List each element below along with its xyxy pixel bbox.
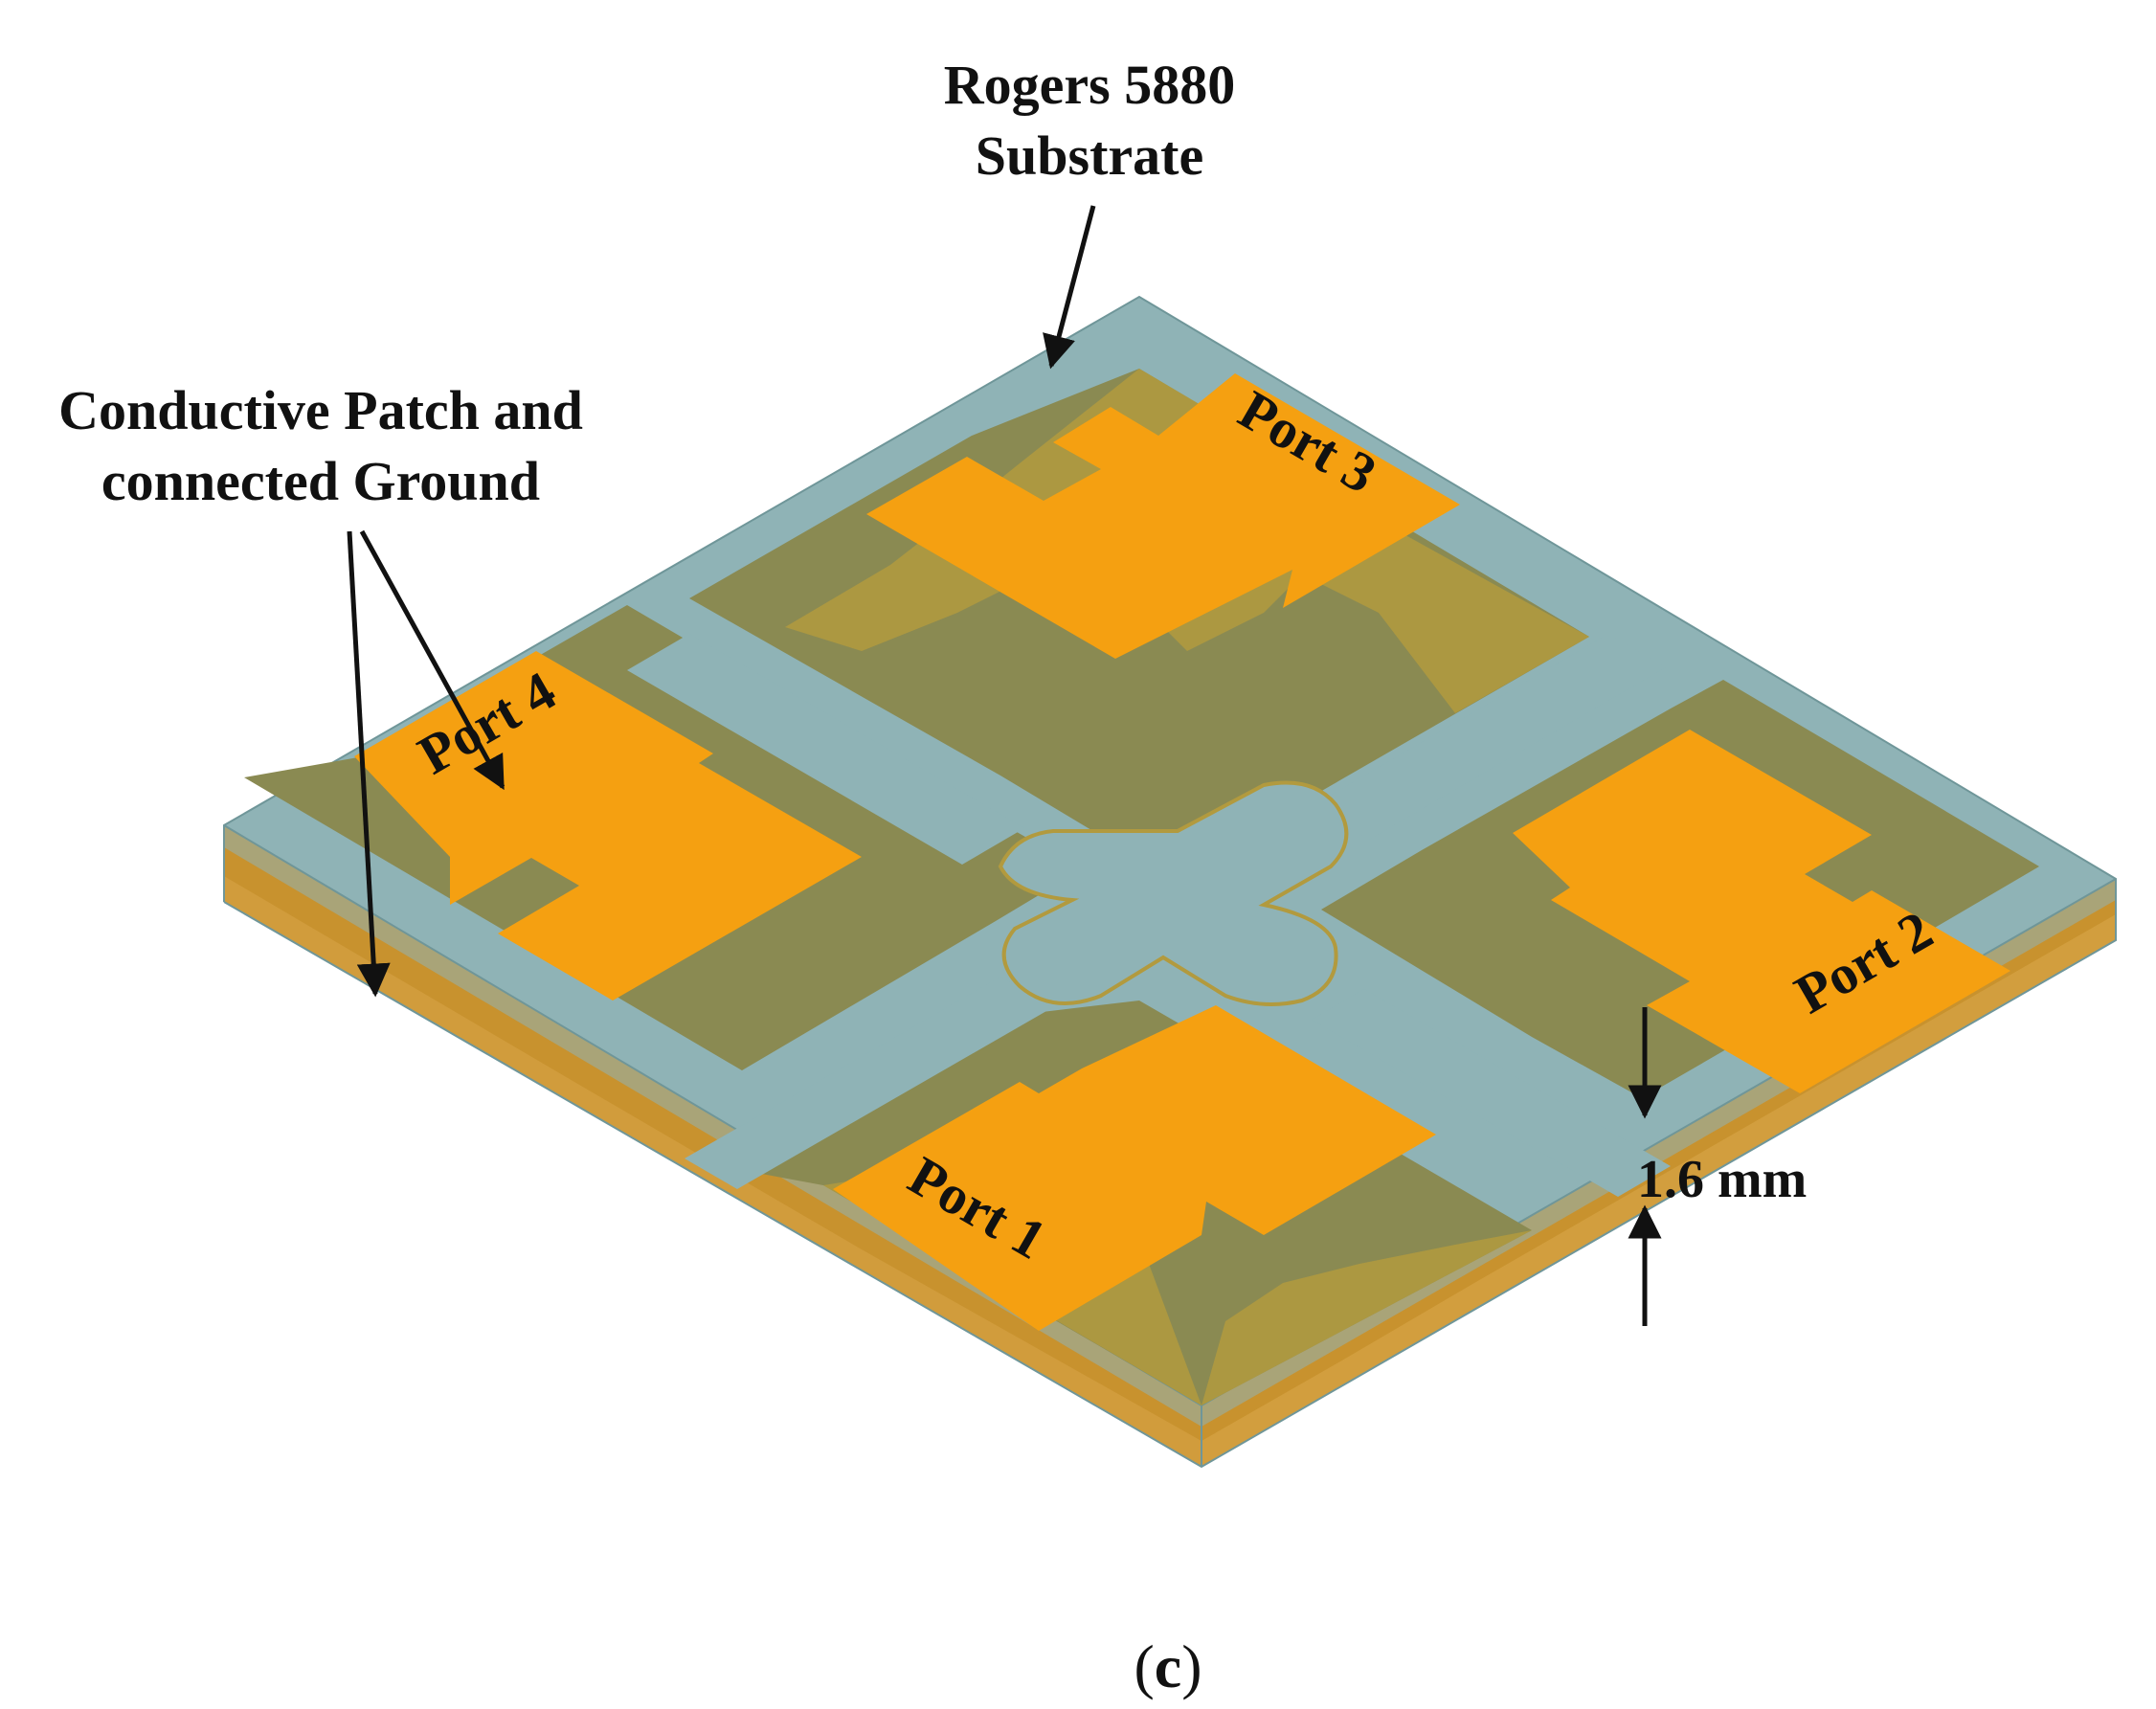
patch-arrow-2 [347, 530, 391, 998]
caption-close: ) [1181, 1632, 1202, 1700]
patch-arrow-1 [359, 529, 505, 791]
slot-lower-left [685, 977, 1053, 1189]
substrate-left-edge-glass [224, 825, 1202, 1427]
patch-callout-line2: connected Ground [101, 450, 540, 512]
patch-port-2 [1513, 730, 2010, 1093]
patch-callout-line1: Conductive Patch and [58, 379, 583, 441]
quadrant-bottom-highlight-2 [1202, 1230, 1532, 1405]
patch-port-4 [354, 651, 862, 1001]
slot-center-cross [998, 780, 1349, 1006]
patch-port-1 [833, 1005, 1436, 1331]
patch-port-3 [866, 373, 1460, 659]
thickness-label: 1.6 mm [1637, 1150, 1807, 1209]
slot-upper-left [627, 634, 1024, 865]
port-patches [354, 373, 2010, 1331]
slot-lower-right [1312, 989, 1671, 1197]
substrate-callout-line2: Substrate [976, 124, 1203, 187]
side-texture-right-bright [1202, 914, 2116, 1467]
substrate-callout-line1: Rogers 5880 [944, 54, 1235, 116]
caption-letter: c [1155, 1632, 1181, 1700]
isolation-slots [627, 634, 1671, 1197]
caption-open: ( [1134, 1632, 1154, 1700]
slot-upper-right [1312, 634, 1666, 840]
figure-caption: (c) [1134, 1632, 1202, 1700]
substrate-arrow [1043, 205, 1096, 370]
